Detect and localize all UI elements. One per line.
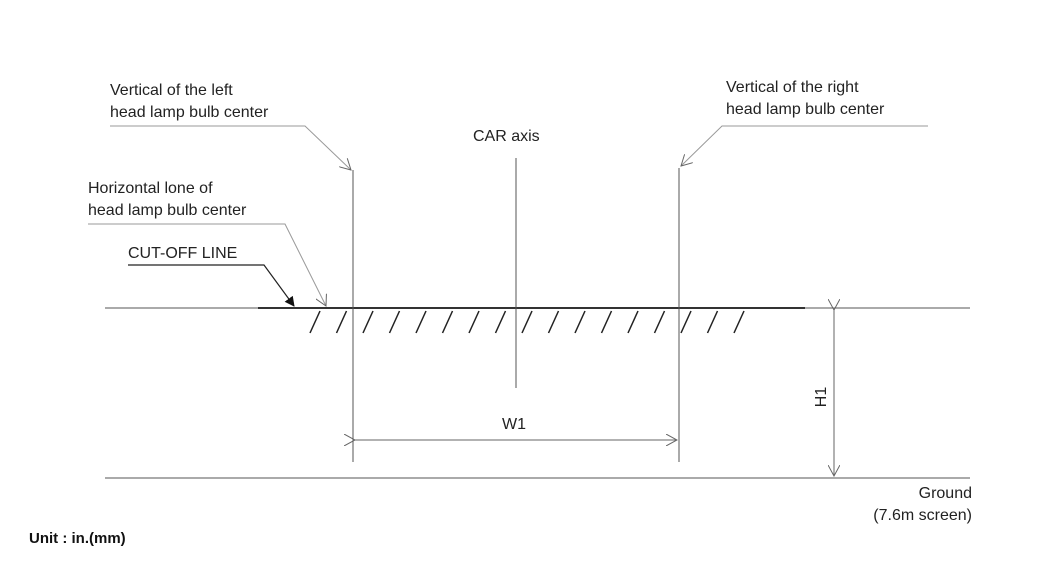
horizontal-lone-label-line1: Horizontal lone of (88, 180, 213, 197)
hatch-mark (680, 310, 692, 334)
hatch-mark (362, 310, 374, 334)
w1-label: W1 (502, 414, 526, 436)
hatch-mark (733, 310, 745, 334)
car-axis-label: CAR axis (473, 126, 540, 148)
h1-label: H1 (811, 387, 833, 407)
h1-label-text: H1 (813, 386, 831, 408)
hatch-mark (415, 310, 427, 334)
cutoff-hatching (309, 310, 745, 334)
hatch-mark (309, 310, 321, 334)
ground-label-line2: (7.6m screen) (873, 507, 972, 524)
hatch-mark (335, 310, 348, 334)
cutoff-label: CUT-OFF LINE (128, 243, 237, 265)
horizontal-lone-label-line2: head lamp bulb center (88, 202, 247, 219)
hatch-mark (600, 310, 613, 334)
hatch-mark (547, 310, 560, 334)
hatch-mark (627, 310, 639, 334)
hatch-mark (388, 310, 401, 334)
right-vertical-label-line2: head lamp bulb center (726, 101, 885, 118)
cutoff-leader (128, 264, 295, 307)
ground-label-line1: Ground (918, 485, 972, 502)
w1-label-text: W1 (502, 416, 526, 433)
left-vertical-leader (110, 125, 351, 170)
hatch-mark (653, 310, 666, 334)
left-vertical-label-line1: Vertical of the left (110, 82, 233, 99)
cutoff-label-text: CUT-OFF LINE (128, 245, 238, 262)
unit-note: Unit : in.(mm) (29, 530, 126, 547)
right-vertical-leader (681, 125, 928, 166)
right-vertical-label-line1: Vertical of the right (726, 79, 859, 96)
hatch-mark (706, 310, 719, 334)
car-axis-label-text: CAR axis (473, 128, 540, 145)
left-vertical-label-line2: head lamp bulb center (110, 104, 269, 121)
left-vertical-label: Vertical of the left head lamp bulb cent… (110, 80, 268, 124)
hatch-mark (468, 310, 480, 334)
hatch-mark (521, 310, 533, 334)
horizontal-lone-label: Horizontal lone of head lamp bulb center (88, 178, 246, 222)
horizontal-lone-leader (88, 223, 326, 306)
hatch-mark (574, 310, 586, 334)
right-vertical-label: Vertical of the right head lamp bulb cen… (726, 77, 884, 121)
ground-label: Ground (7.6m screen) (873, 483, 972, 527)
hatch-mark (494, 310, 507, 334)
hatch-mark (441, 310, 454, 334)
